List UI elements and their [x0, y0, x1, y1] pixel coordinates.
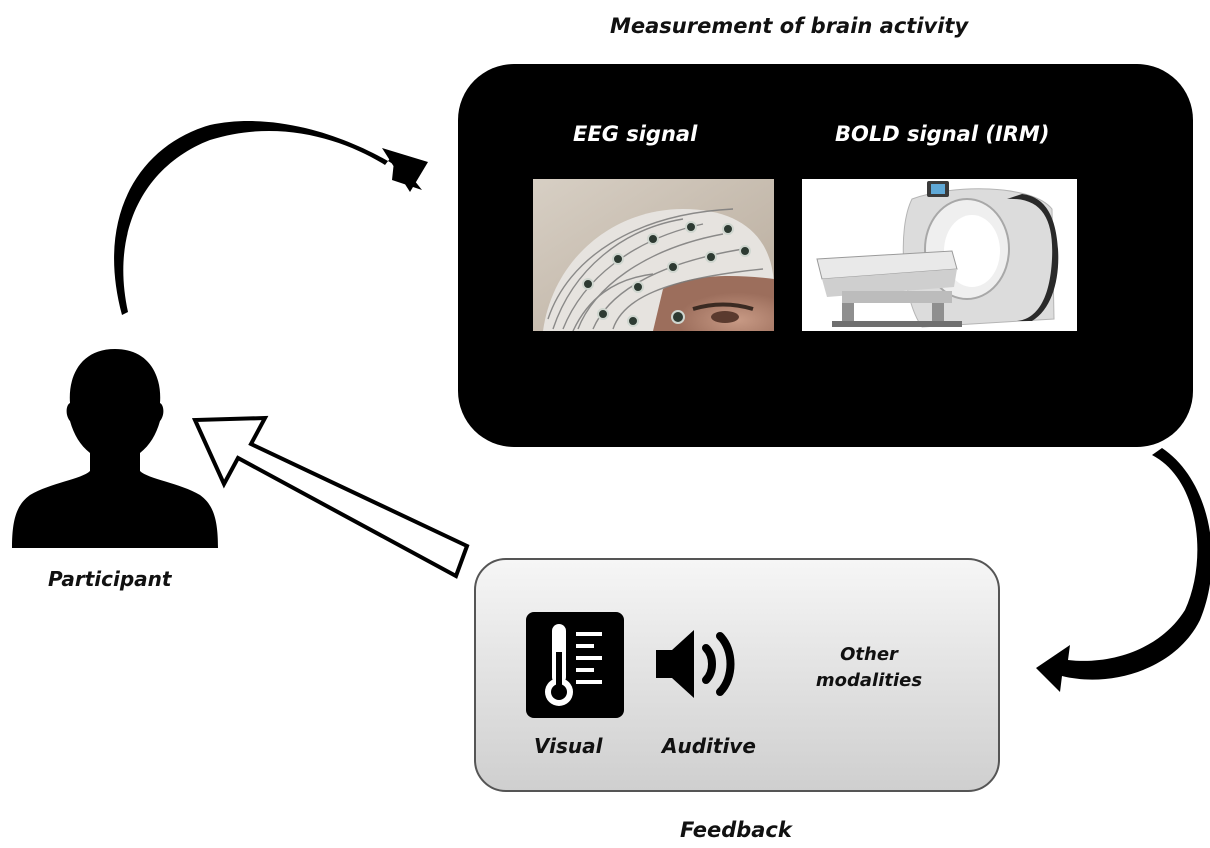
speaker-sound-icon — [654, 624, 746, 704]
measurement-panel: EEG signal BOLD signal (IRM) — [458, 64, 1193, 447]
eeg-cap-photo — [533, 179, 774, 331]
mri-scanner-photo — [802, 179, 1077, 331]
hollow-arrow-icon — [191, 415, 470, 579]
bold-signal-label: BOLD signal (IRM) — [835, 122, 1050, 146]
other-line2: modalities — [815, 670, 923, 691]
eeg-signal-label: EEG signal — [573, 122, 698, 146]
curved-arrow-icon — [1036, 448, 1210, 692]
visual-label: Visual — [534, 734, 603, 758]
participant-label: Participant — [48, 567, 172, 591]
feedback-title: Feedback — [680, 818, 792, 842]
measurement-title: Measurement of brain activity — [610, 14, 969, 38]
other-line1: Other — [840, 644, 898, 665]
curved-arrow-icon — [114, 121, 428, 316]
thermometer-gauge-icon — [526, 612, 624, 718]
other-modalities-label: Other modalities — [804, 642, 934, 694]
auditive-label: Auditive — [662, 734, 756, 758]
feedback-panel: Visual Auditive Other modalities — [474, 558, 1000, 792]
participant-icon — [10, 343, 220, 548]
